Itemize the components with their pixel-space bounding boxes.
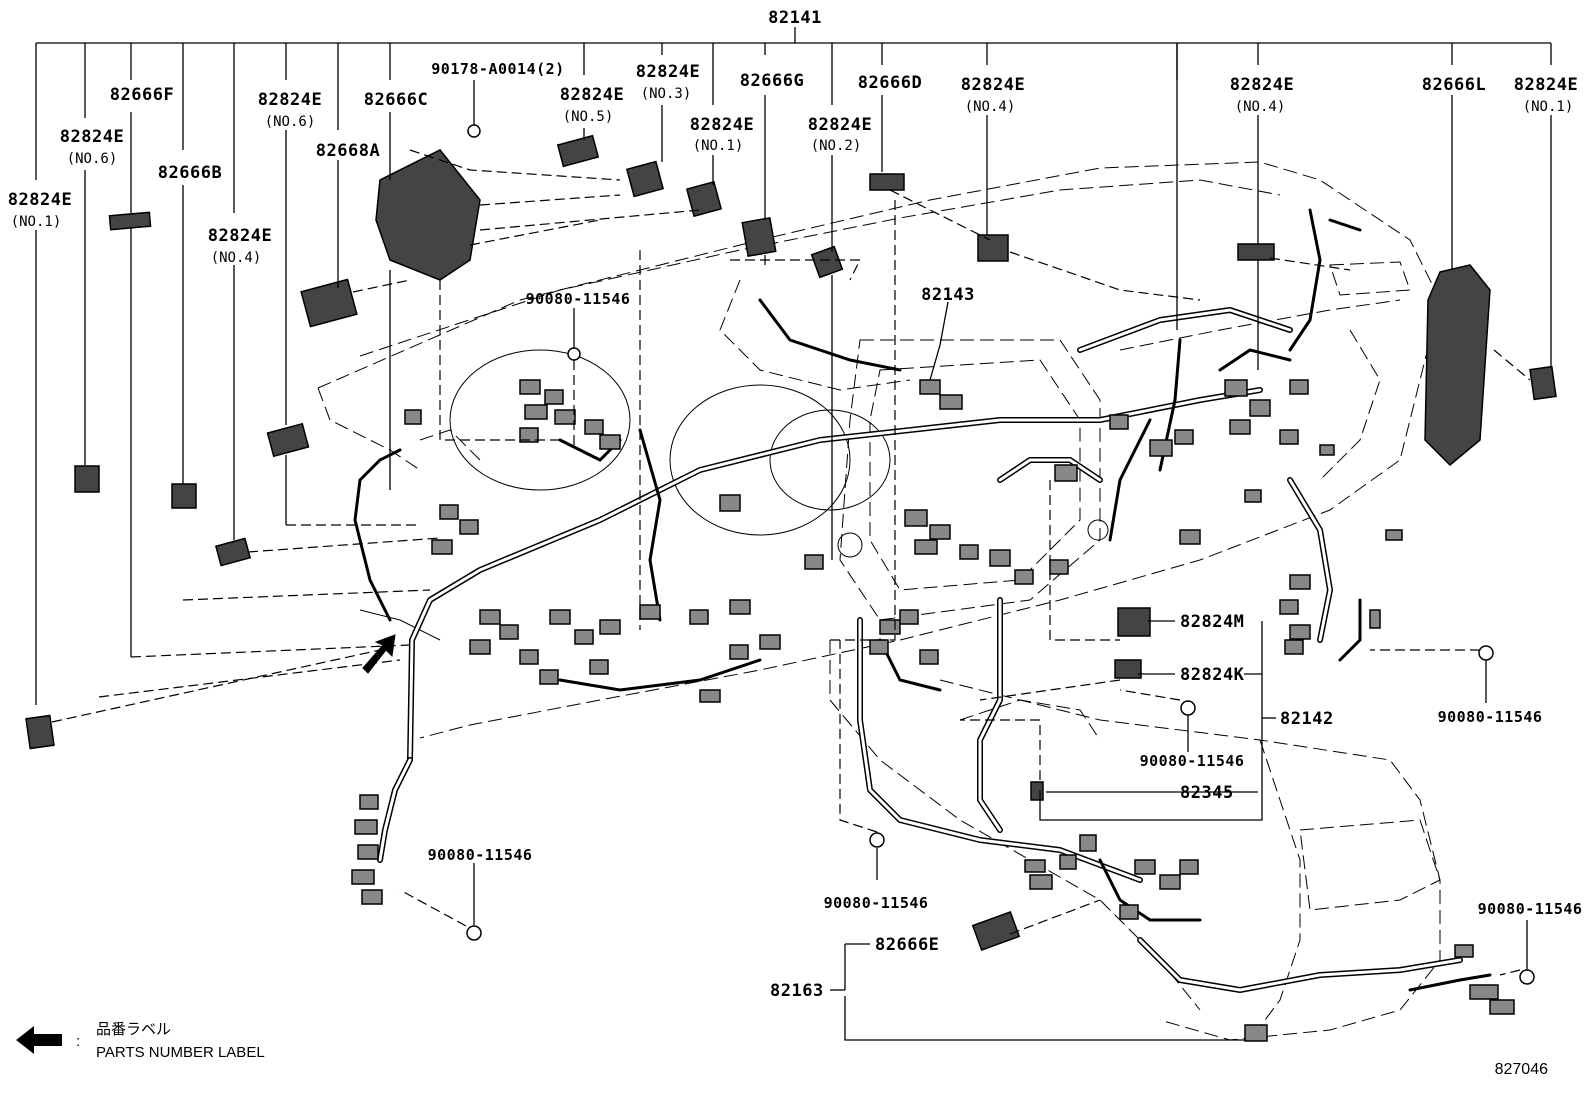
label-90080-11546-d: 90080-11546 [428, 846, 533, 864]
label-90080-11546-e: 90080-11546 [824, 894, 929, 912]
sub-no1-mid: (NO.1) [693, 138, 744, 154]
parts-number-label-arrow-icon [362, 634, 396, 674]
legend-label-jp: 品番ラベル [96, 1021, 171, 1038]
sub-no2: (NO.2) [811, 138, 862, 154]
label-82824E-no4-mid: 82824E [961, 75, 1025, 95]
dashboard-outline [317, 161, 1441, 1041]
label-90080-11546-a: 90080-11546 [526, 290, 631, 308]
leader-lines-82141 [35, 27, 1552, 213]
label-90080-11546-c: 90080-11546 [1140, 752, 1245, 770]
sub-no4-left: (NO.4) [211, 250, 262, 266]
sub-no5: (NO.5) [563, 109, 614, 125]
label-82824E-no1-left: 82824E [8, 190, 72, 210]
standalone-parts [25, 124, 1557, 985]
label-82666C: 82666C [364, 90, 428, 110]
label-82824E-no4-right: 82824E [1230, 75, 1294, 95]
sub-no1-right: (NO.1) [1523, 99, 1574, 115]
label-82666F: 82666F [110, 85, 174, 105]
sub-no3: (NO.3) [641, 86, 692, 102]
leader-lines-parts [35, 43, 1552, 1041]
label-82666B: 82666B [158, 163, 222, 183]
part-labels: 82141 82666F 82824E (NO.6) 82666B 82824E… [8, 8, 1583, 1001]
label-82163: 82163 [770, 981, 824, 1001]
label-82142: 82142 [1280, 709, 1334, 729]
label-82668A: 82668A [316, 141, 380, 161]
legend: : 品番ラベル PARTS NUMBER LABEL [16, 1021, 265, 1061]
legend-colon: : [76, 1033, 80, 1050]
label-82824M: 82824M [1180, 612, 1244, 632]
label-82143: 82143 [921, 285, 975, 305]
label-82666G: 82666G [740, 71, 804, 91]
label-82666E: 82666E [875, 935, 939, 955]
label-82824K: 82824K [1180, 665, 1245, 685]
label-82824E-no4-left: 82824E [208, 226, 272, 246]
label-82666L: 82666L [1422, 75, 1486, 95]
label-82345: 82345 [1180, 783, 1234, 803]
sub-no4-mid: (NO.4) [965, 99, 1016, 115]
label-82824E-no3: 82824E [636, 62, 700, 82]
main-harness [353, 208, 1492, 993]
label-82824E-no6-b: 82824E [258, 90, 322, 110]
label-82824E-no5: 82824E [560, 85, 624, 105]
label-82824E-no1-right: 82824E [1514, 75, 1578, 95]
legend-label-en: PARTS NUMBER LABEL [96, 1044, 265, 1061]
figure-id: 827046 [1495, 1061, 1548, 1078]
harness-connectors [351, 379, 1515, 1042]
label-82666D: 82666D [858, 73, 922, 93]
sub-no6-b: (NO.6) [265, 114, 316, 130]
label-82824E-no2: 82824E [808, 115, 872, 135]
sub-no1-left: (NO.1) [11, 214, 62, 230]
label-90080-11546-b: 90080-11546 [1438, 708, 1543, 726]
label-82824E-no1-mid: 82824E [690, 115, 754, 135]
label-90080-11546-f: 90080-11546 [1478, 900, 1583, 918]
legend-arrow-icon [16, 1026, 62, 1054]
sub-no6-top: (NO.6) [67, 151, 118, 167]
sub-no4-right: (NO.4) [1235, 99, 1286, 115]
label-82141: 82141 [768, 8, 822, 28]
dashed-leaders [51, 149, 1531, 976]
label-90178-A0014: 90178-A0014(2) [431, 60, 564, 78]
label-82824E-no6-top: 82824E [60, 127, 124, 147]
